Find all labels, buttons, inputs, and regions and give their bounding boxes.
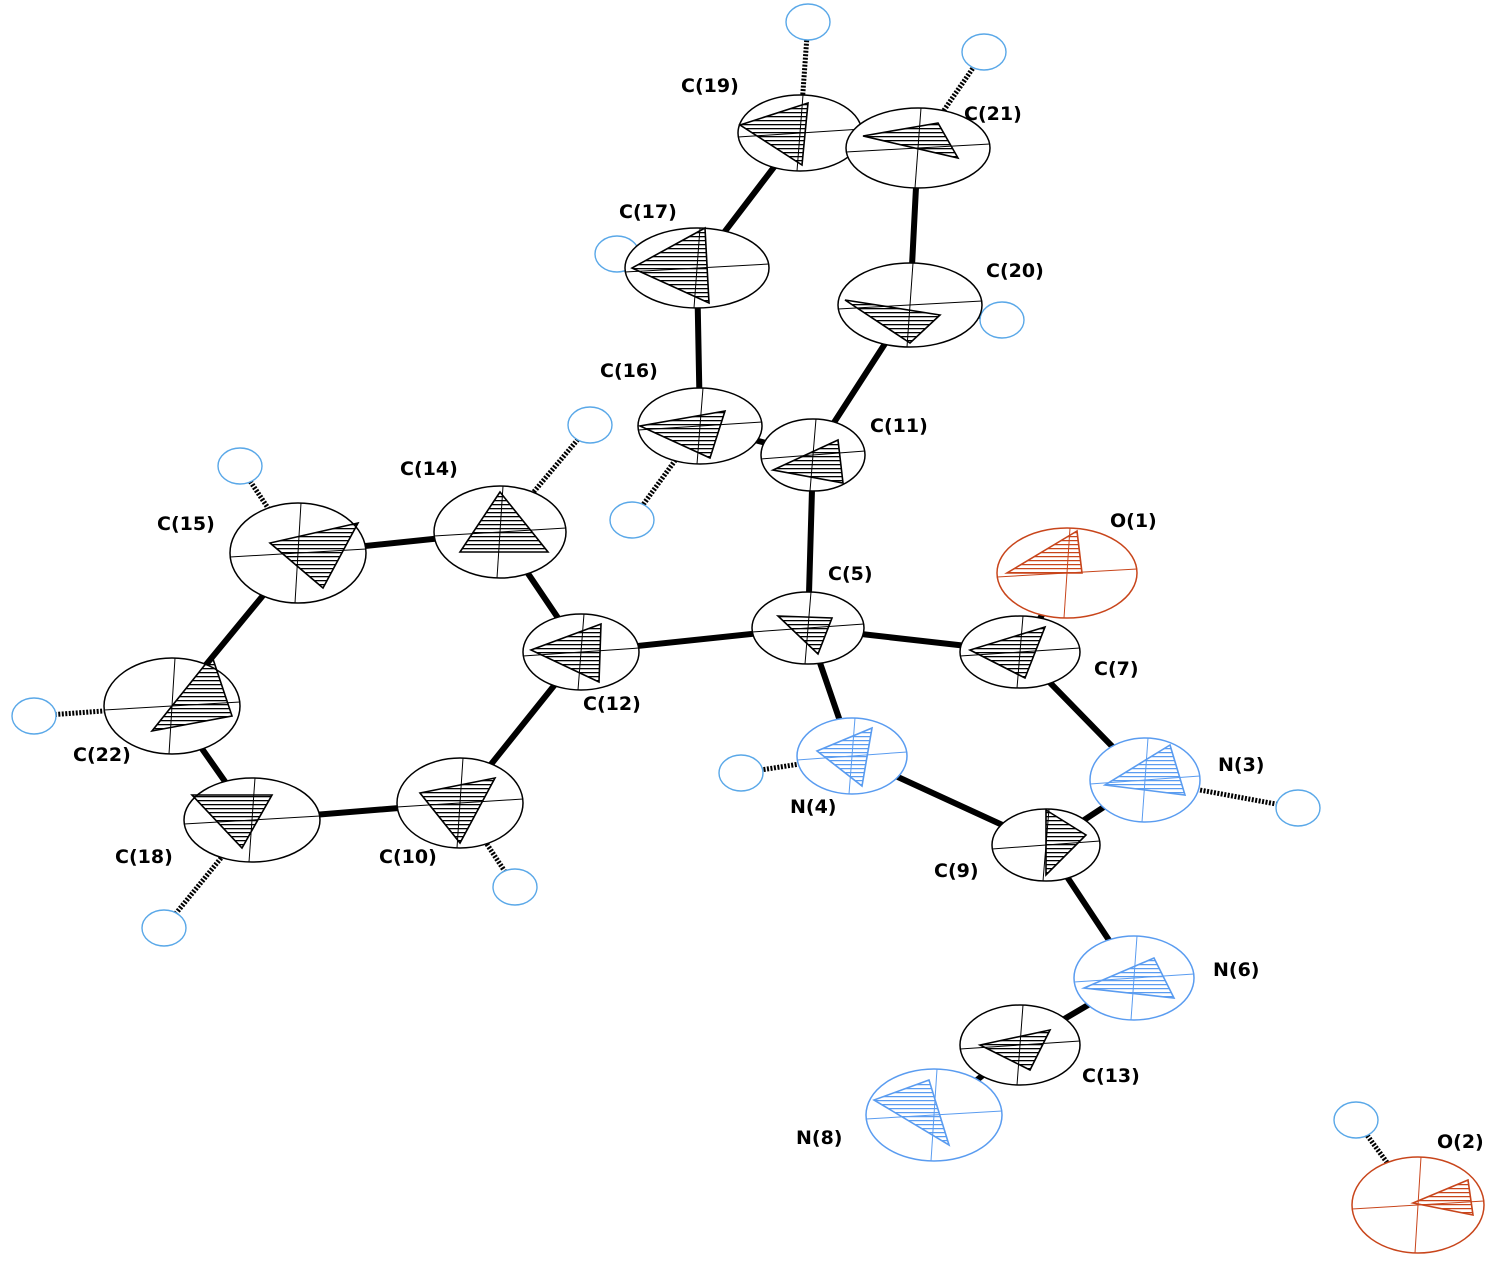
atom-N4	[796, 717, 908, 795]
atom-octant-C13	[977, 1028, 1052, 1072]
atom-label-C5: C(5)	[828, 563, 873, 585]
atom-label-N8: N(8)	[796, 1127, 843, 1149]
atom-octant-O2	[1410, 1178, 1474, 1217]
atom-label-C22: C(22)	[73, 744, 131, 766]
atom-C22	[103, 654, 241, 755]
atom-label-C12: C(12)	[583, 693, 641, 715]
hydrogen-atom-H16	[609, 501, 655, 539]
atom-axis2-O2	[1414, 1156, 1422, 1254]
atom-O1	[996, 527, 1138, 619]
atom-octant-C20	[844, 299, 942, 345]
atom-O2	[1351, 1156, 1485, 1254]
atom-octant-C7	[967, 625, 1047, 680]
hydrogen-atom-H14	[567, 406, 613, 444]
atom-octant-C19	[738, 101, 809, 167]
atom-label-C9: C(9)	[934, 860, 979, 882]
hbond-C18-H18	[162, 818, 254, 930]
atom-label-C10: C(10)	[379, 846, 437, 868]
atom-C12	[522, 613, 640, 691]
hydrogen-atom-H21	[961, 33, 1007, 71]
atom-C11	[760, 418, 866, 492]
atom-N3	[1089, 737, 1201, 823]
atom-N6	[1073, 935, 1195, 1021]
atom-C15	[229, 502, 367, 604]
atom-octant-N8	[872, 1078, 951, 1147]
atom-C21	[845, 107, 991, 189]
atom-octant-N4	[815, 726, 874, 788]
atom-label-N4: N(4)	[790, 796, 837, 818]
atom-octant-C10	[418, 776, 497, 845]
atom-label-C7: C(7)	[1094, 658, 1139, 680]
atom-octant-C15	[268, 521, 360, 590]
atom-label-C16: C(16)	[600, 360, 658, 382]
atom-label-N6: N(6)	[1213, 959, 1260, 981]
atom-C14	[433, 485, 567, 579]
atom-label-C15: C(15)	[157, 513, 215, 535]
hydrogen-atom-H3	[1275, 789, 1321, 827]
atom-C16	[637, 387, 763, 465]
atom-N8	[865, 1068, 1003, 1162]
hydrogen-atom-H20	[979, 301, 1025, 339]
atom-octant-C11	[770, 438, 844, 484]
atom-octant-C5	[775, 615, 834, 656]
atom-C13	[959, 1004, 1081, 1086]
atom-C19	[737, 94, 863, 172]
atom-octant-C22	[150, 654, 234, 733]
atom-C18	[183, 777, 321, 863]
hydrogen-atom-H4	[718, 754, 764, 792]
atom-label-O2: O(2)	[1437, 1131, 1484, 1153]
atom-octant-C21	[862, 122, 960, 160]
atom-label-C13: C(13)	[1082, 1065, 1140, 1087]
atom-label-N3: N(3)	[1218, 754, 1265, 776]
atom-octant-C18	[190, 794, 274, 850]
atom-C9	[991, 808, 1101, 882]
atom-label-C11: C(11)	[870, 415, 928, 437]
hydrogen-atom-H15	[217, 447, 263, 485]
hydrogen-atom-H2	[1333, 1101, 1379, 1139]
atom-octant-N6	[1080, 956, 1176, 999]
hydrogen-atom-H10	[492, 868, 538, 906]
atom-octant-C12	[528, 622, 602, 684]
atom-C17	[624, 226, 770, 309]
hydrogen-atom-H22	[11, 697, 57, 735]
atom-octant-C9	[1045, 808, 1088, 877]
atom-label-O1: O(1)	[1110, 510, 1157, 532]
hbond-C14-H14	[498, 423, 592, 534]
hydrogen-atom-H19	[785, 3, 831, 41]
atom-label-C20: C(20)	[986, 260, 1044, 282]
atom-octant-N3	[1102, 743, 1187, 796]
atom-C7	[959, 615, 1081, 689]
atom-label-C18: C(18)	[115, 846, 173, 868]
hydrogen-atom-H18	[141, 909, 187, 947]
atom-label-C21: C(21)	[964, 103, 1022, 125]
atom-octant-O1	[1004, 529, 1083, 574]
atom-C20	[837, 262, 983, 348]
atom-label-C19: C(19)	[681, 75, 739, 97]
atom-C5	[751, 591, 865, 665]
atom-label-C14: C(14)	[400, 458, 458, 480]
hbond-C10-H10	[457, 801, 518, 889]
atom-label-C17: C(17)	[619, 201, 677, 223]
atom-octant-C14	[458, 490, 550, 553]
atom-octant-C16	[637, 409, 727, 460]
atom-octant-C17	[630, 226, 710, 305]
atom-C10	[396, 757, 524, 849]
